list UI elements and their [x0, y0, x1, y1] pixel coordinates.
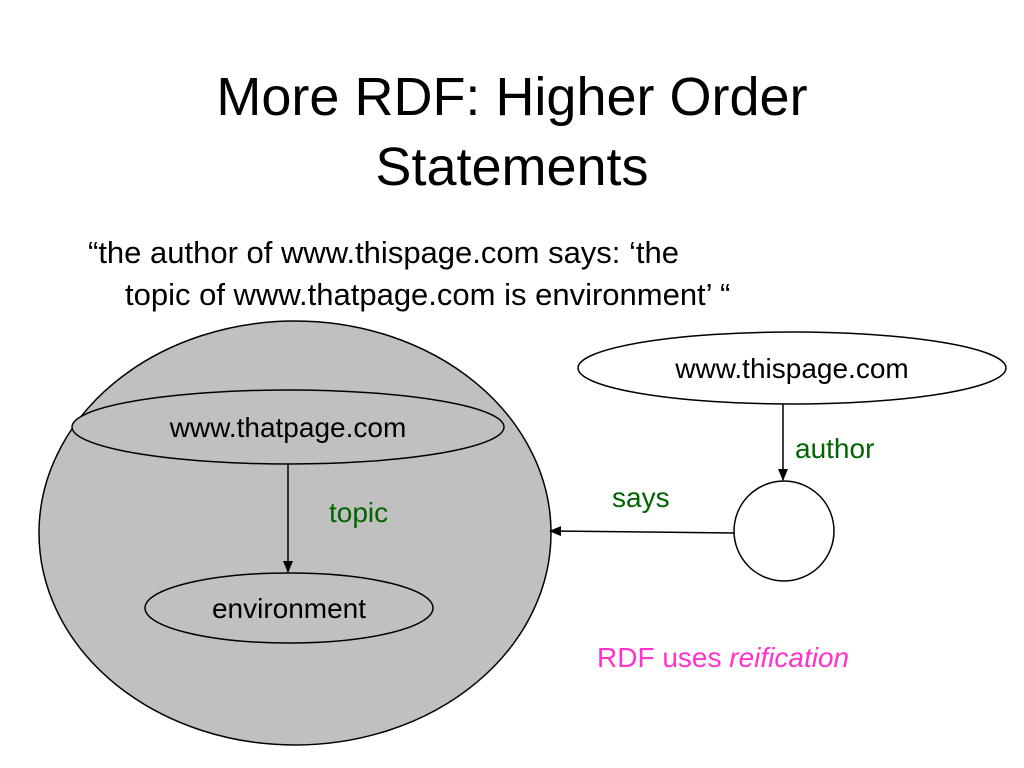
slide-title: More RDF: Higher Order Statements	[0, 62, 1024, 202]
thatpage-node-label: www.thatpage.com	[169, 412, 407, 443]
quote-line-1: “the author of www.thispage.com says: ‘t…	[88, 235, 680, 270]
note-prefix: RDF uses	[597, 642, 730, 673]
statement-group-ellipse	[38, 320, 552, 746]
reification-note: RDF uses reification	[597, 640, 849, 676]
author-edge-label: author	[795, 433, 874, 464]
thispage-node	[577, 331, 1007, 405]
thispage-node-label: www.thispage.com	[674, 353, 908, 384]
says-edge-label: says	[612, 482, 670, 513]
blank-node	[733, 480, 835, 582]
topic-edge-label: topic	[329, 497, 388, 528]
says-edge-arrow	[549, 526, 735, 537]
note-emphasis: reification	[729, 642, 850, 673]
title-line-1: More RDF: Higher Order	[216, 67, 808, 127]
environment-node	[144, 572, 434, 644]
quote-line-2: topic of www.thatpage.com is environment…	[125, 277, 731, 312]
quoted-statement: “the author of www.thispage.com says: ‘t…	[88, 232, 948, 316]
environment-node-label: environment	[212, 593, 366, 624]
title-line-2: Statements	[375, 137, 649, 197]
